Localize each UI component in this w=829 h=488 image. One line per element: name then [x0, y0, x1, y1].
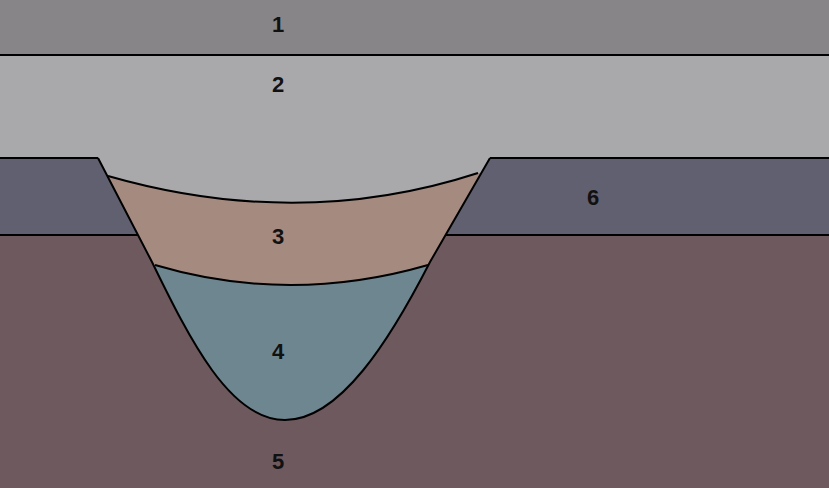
callout-wrap: 2: [272, 74, 284, 96]
boundary-line: [0, 157, 98, 159]
boundary-line: [490, 157, 829, 159]
callout-wrap: 4: [272, 341, 284, 363]
callout-number: 2: [272, 72, 284, 97]
callout-wrap: 3: [272, 226, 284, 248]
callout-number: 3: [272, 224, 284, 249]
callout-number: 4: [272, 339, 284, 364]
boundary-line: [446, 234, 829, 236]
boundary-line: [155, 265, 428, 285]
layer-one: [0, 0, 829, 55]
boundary-line: [0, 54, 829, 56]
callout-number: 5: [272, 449, 284, 474]
callout-number: 6: [587, 185, 599, 210]
boundary-line: [108, 173, 478, 203]
callout-wrap: 6: [587, 187, 599, 209]
callout-wrap: 5: [272, 451, 284, 473]
layer-three: [0, 150, 829, 285]
layer-two: [0, 55, 829, 158]
layer-two-infill: [0, 150, 829, 203]
boundary-line: [0, 234, 138, 236]
channel-outline: [98, 158, 490, 420]
callout-number: 1: [272, 12, 284, 37]
callout-wrap: 1: [272, 14, 284, 36]
